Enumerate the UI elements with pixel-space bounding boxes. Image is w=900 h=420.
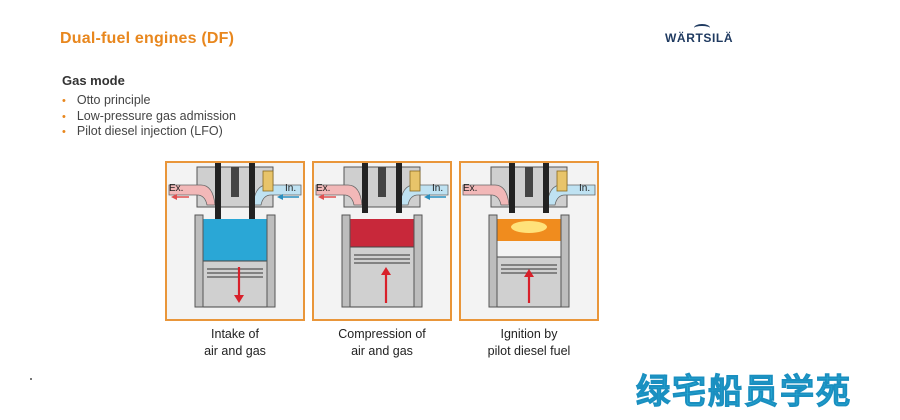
bullet-icon: •	[62, 126, 66, 138]
intake-label: In.	[432, 183, 443, 194]
exhaust-label: Ex.	[169, 183, 183, 194]
bullet-item: •Otto principle	[62, 93, 151, 107]
diagram-ignition: Ex. In.	[459, 161, 599, 321]
exhaust-label: Ex.	[463, 183, 477, 194]
bullet-item: •Low-pressure gas admission	[62, 108, 236, 123]
page-title: Dual-fuel engines (DF)	[60, 30, 235, 47]
caption-intake: Intake of air and gas	[204, 327, 266, 358]
section-heading: Gas mode	[62, 73, 125, 88]
caption-ignition: Ignition by pilot diesel fuel	[487, 327, 571, 358]
bullet-list: •Otto principle •Low-pressure gas admiss…	[62, 93, 236, 140]
wartsila-logo: WÄRTSILÄ	[665, 31, 734, 45]
logo-arc	[694, 24, 710, 32]
decorative-dot	[30, 378, 32, 380]
intake-label: In.	[285, 183, 296, 194]
watermark-stamp: 绿宅船员学苑	[636, 372, 852, 413]
caption-compression: Compression of air and gas	[338, 327, 426, 358]
bullet-item: •Pilot diesel injection (LFO)	[62, 124, 223, 138]
intake-label: In.	[579, 183, 590, 194]
bullet-icon: •	[62, 110, 66, 123]
exhaust-label: Ex.	[316, 183, 330, 194]
diagram-intake: Ex. In.	[165, 161, 305, 321]
bullet-icon: •	[62, 95, 66, 107]
diagram-compression: Ex. In.	[312, 161, 452, 321]
